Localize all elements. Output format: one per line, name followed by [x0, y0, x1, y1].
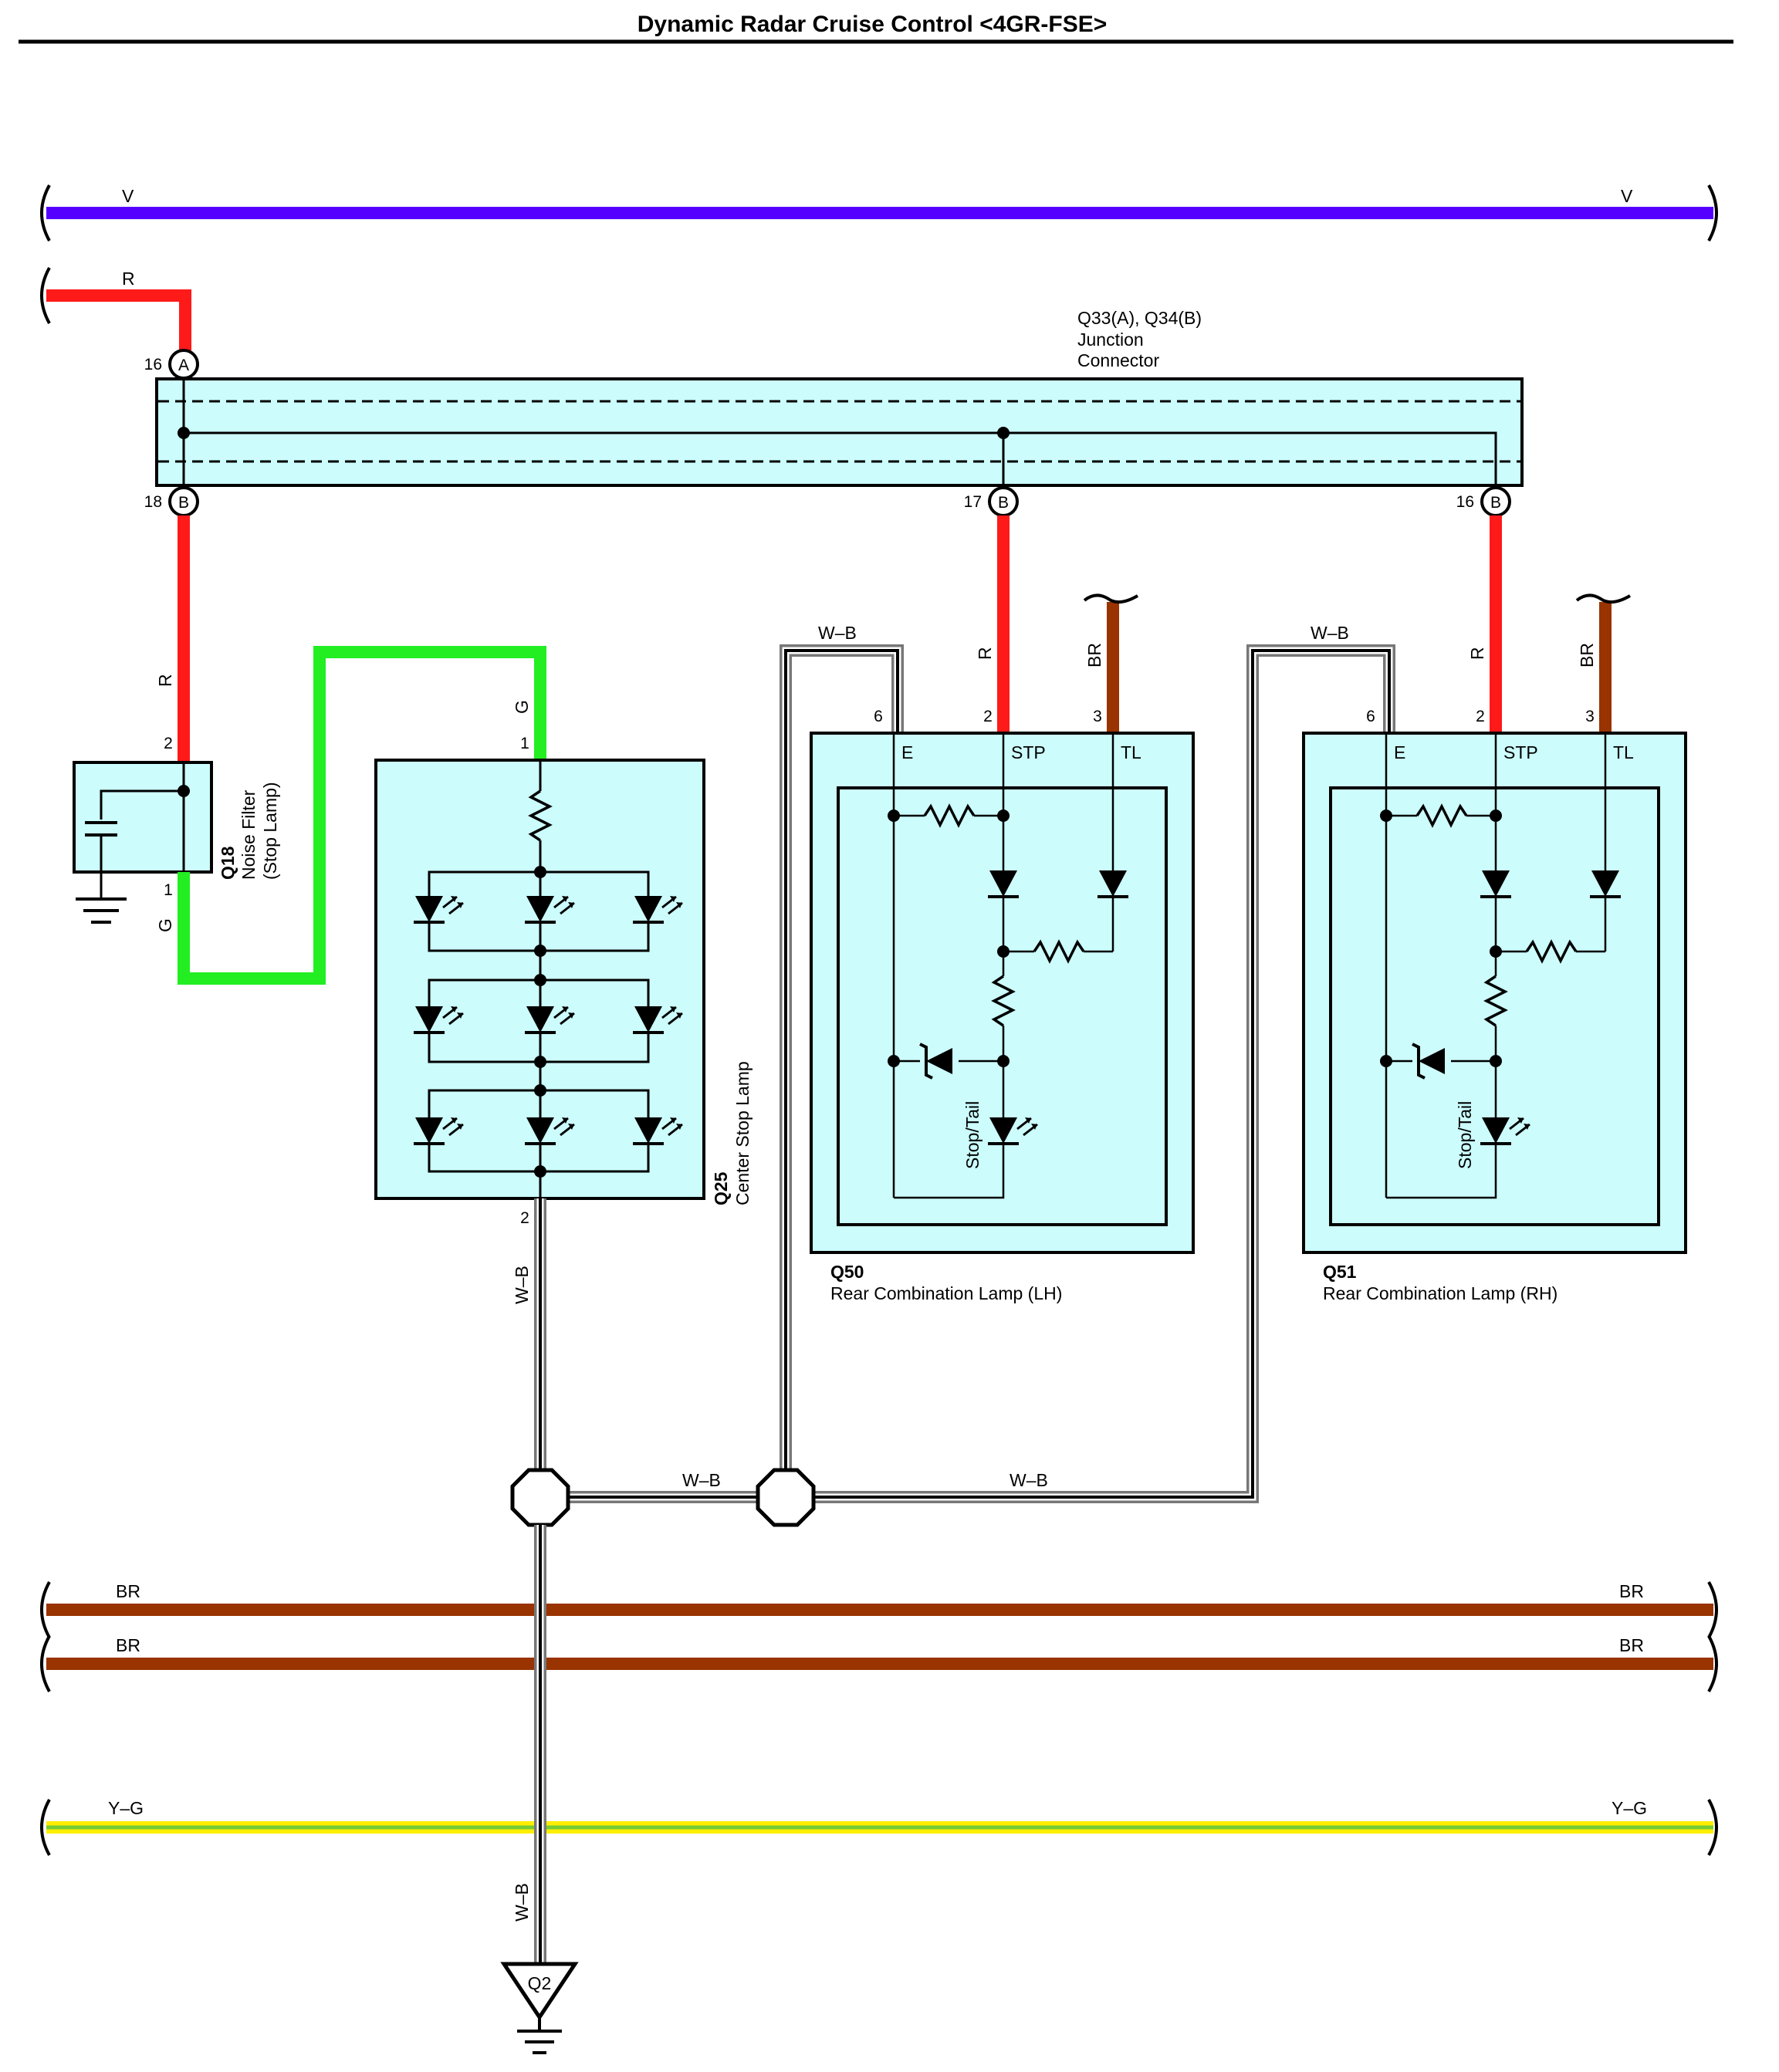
svg-text:BR: BR: [1619, 1581, 1644, 1601]
svg-text:Stop/Tail: Stop/Tail: [1455, 1101, 1475, 1169]
svg-text:Noise Filter: Noise Filter: [238, 789, 259, 880]
r-wire-q18: R: [155, 515, 190, 762]
ground-q2: Q2: [500, 1962, 579, 2054]
splice-right: [756, 1468, 816, 1527]
q51-rear-combination-lamp-rh: 6 2 3 E STP TL: [1302, 708, 1687, 1303]
svg-text:W–B: W–B: [512, 1883, 532, 1922]
svg-text:B: B: [1490, 494, 1501, 512]
q51-feed-wires: R BR: [1467, 515, 1632, 733]
svg-text:17: 17: [964, 493, 982, 511]
svg-text:E: E: [1394, 742, 1405, 762]
svg-text:W–B: W–B: [682, 1470, 721, 1490]
svg-text:BR: BR: [116, 1635, 140, 1655]
splice-left: [510, 1468, 570, 1527]
svg-text:2: 2: [983, 708, 993, 725]
junction-desc2: Connector: [1077, 350, 1159, 370]
svg-text:BR: BR: [1577, 643, 1597, 668]
svg-text:Stop/Tail: Stop/Tail: [962, 1101, 983, 1169]
q25-center-stop-lamp: 1 2: [374, 735, 753, 1227]
svg-text:G: G: [512, 700, 532, 714]
svg-text:2: 2: [164, 735, 173, 752]
v-wire-label-right: V: [1621, 186, 1633, 206]
pin-a16: A 16: [144, 349, 199, 380]
svg-text:Y–G: Y–G: [1612, 1798, 1647, 1818]
svg-text:B: B: [998, 494, 1009, 512]
svg-text:Rear Combination Lamp (RH): Rear Combination Lamp (RH): [1323, 1283, 1557, 1303]
junction-id: Q33(A), Q34(B): [1077, 308, 1202, 328]
svg-text:2: 2: [1476, 708, 1485, 725]
v-wire-label-left: V: [122, 186, 134, 206]
svg-text:B: B: [178, 494, 189, 512]
svg-text:16: 16: [1456, 493, 1474, 511]
svg-text:STP: STP: [1011, 742, 1046, 762]
q50-rear-combination-lamp-lh: 6 2 3 E STP TL: [810, 708, 1195, 1303]
br-wire-2: BR BR: [40, 1634, 1718, 1693]
q50-id: Q50: [830, 1262, 864, 1282]
junction-desc1: Junction: [1077, 330, 1144, 350]
svg-text:6: 6: [1366, 708, 1375, 725]
svg-text:1: 1: [164, 881, 173, 899]
q18-id: Q18: [218, 846, 238, 880]
g-wire: G G: [155, 646, 546, 985]
svg-text:Center Stop Lamp: Center Stop Lamp: [732, 1061, 753, 1205]
r-wire-top-label: R: [122, 269, 135, 289]
svg-text:BR: BR: [1084, 643, 1104, 668]
yg-wire: Y–G Y–G: [40, 1798, 1718, 1857]
svg-text:18: 18: [144, 493, 162, 511]
svg-text:TL: TL: [1121, 742, 1141, 762]
svg-text:3: 3: [1585, 708, 1595, 725]
svg-text:A: A: [178, 357, 189, 374]
svg-text:Q2: Q2: [528, 1973, 552, 1993]
svg-text:1: 1: [520, 735, 529, 752]
r-wire-top: R: [40, 266, 191, 363]
svg-text:R: R: [155, 674, 175, 687]
svg-text:Y–G: Y–G: [108, 1798, 144, 1818]
svg-text:R: R: [1467, 647, 1487, 660]
pin-b18: B 18: [144, 486, 199, 517]
svg-text:3: 3: [1093, 708, 1102, 725]
svg-text:R: R: [975, 647, 995, 660]
pin-b16: B 16: [1456, 486, 1511, 517]
svg-text:16: 16: [144, 356, 162, 374]
svg-text:Rear Combination Lamp (LH): Rear Combination Lamp (LH): [830, 1283, 1062, 1303]
br-wire-1: BR BR: [40, 1580, 1718, 1639]
pin-b17: B 17: [964, 486, 1019, 517]
svg-text:W–B: W–B: [818, 623, 857, 643]
svg-text:6: 6: [874, 708, 883, 725]
svg-text:BR: BR: [116, 1581, 140, 1601]
q25-id: Q25: [711, 1171, 731, 1205]
svg-text:W–B: W–B: [1311, 623, 1349, 643]
junction-connector: Q33(A), Q34(B) Junction Connector: [155, 308, 1524, 502]
q50-feed-wires: R BR: [975, 515, 1139, 733]
svg-text:TL: TL: [1613, 742, 1634, 762]
svg-text:(Stop Lamp): (Stop Lamp): [260, 782, 280, 880]
svg-text:G: G: [155, 918, 175, 932]
svg-text:BR: BR: [1619, 1635, 1644, 1655]
svg-text:2: 2: [520, 1209, 529, 1227]
v-wire: V V: [40, 184, 1718, 242]
svg-text:E: E: [901, 742, 913, 762]
svg-text:W–B: W–B: [1010, 1470, 1048, 1490]
svg-text:STP: STP: [1503, 742, 1538, 762]
diagram-title: Dynamic Radar Cruise Control <4GR-FSE>: [638, 12, 1108, 37]
svg-text:W–B: W–B: [512, 1266, 532, 1304]
q51-id: Q51: [1323, 1262, 1357, 1282]
q18-noise-filter: 2 1 Q18 Noise Filter (Stop Lamp): [73, 735, 280, 924]
